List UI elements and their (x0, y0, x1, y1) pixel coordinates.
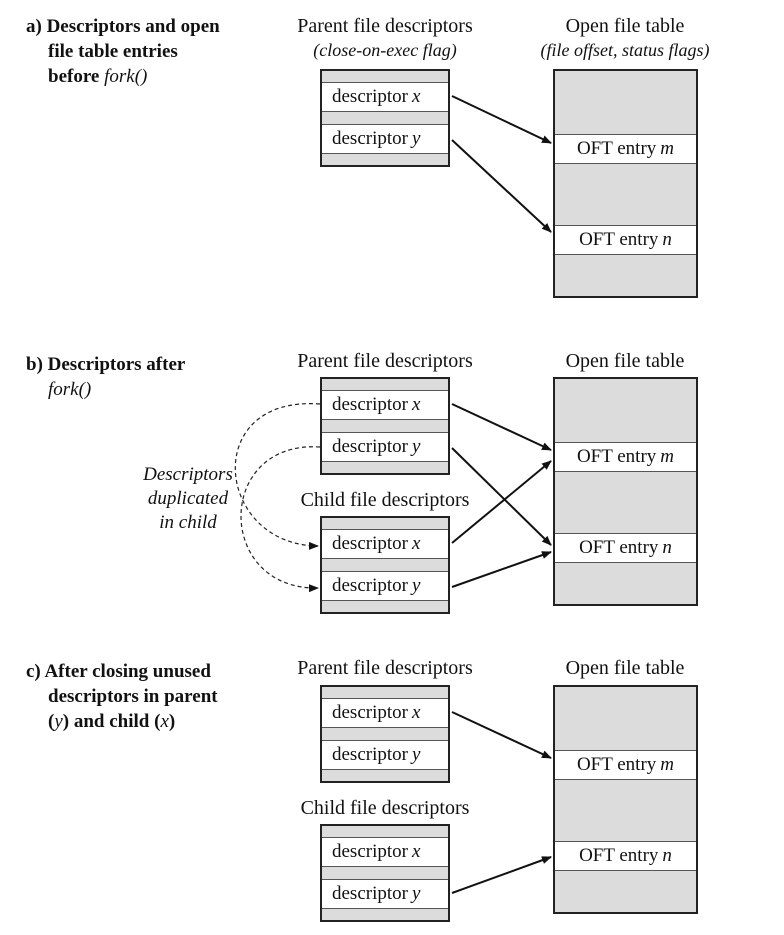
panel-a-label-line2: file table entries (48, 41, 178, 62)
dup-curve-y (240, 446, 321, 593)
panel-b-child-heading: Child file descriptors (300, 489, 470, 511)
panel-c-oft-heading: Open file table (565, 657, 685, 679)
arrow-b-child-x-to-m (451, 460, 552, 544)
panel-c-label-line2: descriptors in parent (48, 686, 218, 707)
panel-a-oft-heading: Open file table (file offset, status fla… (520, 14, 730, 62)
panel-a-parent-heading: Parent file descriptors (close-on-exec f… (280, 14, 490, 62)
panel-b-oft-heading: Open file table (565, 350, 685, 372)
panel-a-label-line3: before fork() (48, 66, 148, 87)
dup-curve-x (234, 403, 321, 550)
arrow-c-child-y-to-n (451, 856, 552, 894)
panel-b-parent-heading: Parent file descriptors (297, 350, 473, 372)
panel-c-label: c) After closing unused descriptors in p… (26, 659, 218, 734)
arrow-b-child-y-to-n (451, 551, 552, 588)
panel-b-label: b) Descriptors after fork() (26, 352, 185, 402)
panel-b-label-line1: b) Descriptors after (26, 354, 186, 375)
panel-b-label-line2: fork() (48, 379, 92, 400)
panel-a-label-line1: a) Descriptors and open (26, 16, 220, 37)
panel-c-label-line1: c) After closing unused (26, 661, 211, 682)
panel-a-label: a) Descriptors and open file table entri… (26, 14, 220, 89)
arrow-b-parent-y-to-n (451, 447, 552, 546)
arrow-c-parent-x-to-m (451, 711, 552, 759)
panel-c-parent-heading: Parent file descriptors (297, 657, 473, 679)
panel-a-parent-subheading: (close-on-exec flag) (313, 40, 457, 60)
arrow-a-y-to-n (451, 139, 552, 233)
panel-c-label-line3: (y) and child (x) (48, 711, 176, 732)
panel-a-oft-subheading: (file offset, status flags) (540, 40, 710, 60)
arrow-a-x-to-m (451, 95, 552, 144)
arrow-b-parent-x-to-m (451, 403, 552, 451)
panel-c-child-heading: Child file descriptors (300, 797, 470, 819)
panel-b-duplicated-note: Descriptors duplicated in child (143, 464, 233, 533)
